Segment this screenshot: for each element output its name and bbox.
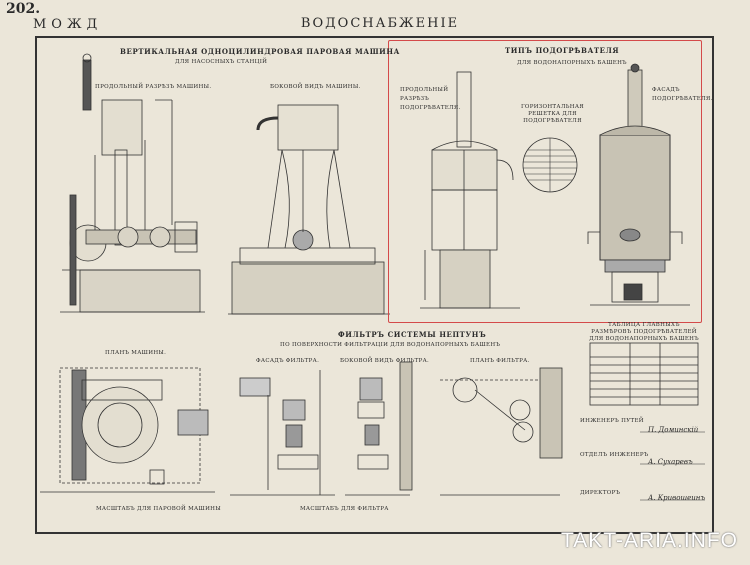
signature-role-3: ДИРЕКТОРЪ (580, 490, 621, 496)
filter-side-drawing (345, 361, 413, 496)
signature-name-1: П. Доминскій (648, 426, 699, 434)
filter-subtitle: ПО ПОВЕРХНОСТИ ФИЛЬТРАЦІИ ДЛЯ ВОДОНАПОРН… (280, 342, 501, 348)
signature-name-2: А. Сухаревъ (648, 458, 693, 466)
engine-section-drawing (60, 53, 205, 313)
heater-subtitle: ДЛЯ ВОДОНАПОРНЫХЪ БАШЕНЪ (517, 60, 627, 66)
heater-highlight-box (388, 40, 702, 323)
engine-side-drawing (228, 104, 390, 315)
signature-name-3: А. Кривошеинъ (648, 494, 706, 502)
engine-plan-drawing (40, 367, 215, 493)
filter-plan-drawing (440, 367, 563, 496)
heater-title: ТИПЪ ПОДОГРѢВАТЕЛЯ (505, 46, 620, 55)
filter-plan-label: ПЛАНЪ ФИЛЬТРА. (470, 358, 530, 364)
filter-facade-label: ФАСАДЪ ФИЛЬТРА. (256, 358, 320, 364)
engine-plan-label: ПЛАНЪ МАШИНЫ. (105, 350, 167, 356)
engine-section-label: ПРОДОЛЬНЫЙ РАЗРѢЗЪ МАШИНЫ. (95, 84, 212, 90)
signature-role-1: ИНЖЕНЕРЪ ПУТЕЙ (580, 418, 644, 424)
heater-facade-drawing (587, 63, 690, 306)
dimension-table-drawing (589, 342, 699, 406)
engine-scale-label: МАСШТАБЪ ДЛЯ ПАРОВОЙ МАШИНЫ (96, 506, 221, 512)
heater-facade-label: ФАСАДЪ ПОДОГРѢВАТЕЛЯ. (652, 87, 713, 102)
header-left-title: МОЖД (33, 17, 103, 32)
header-center-title: ВОДОСНАБЖЕНІЕ (300, 16, 460, 31)
table-title: ТАБЛИЦА ГЛАВНЫХЪ РАЗМѢРОВЪ ПОДОГРѢВАТЕЛЕ… (589, 322, 699, 342)
sheet-border (35, 36, 714, 534)
heater-section-drawing (420, 71, 520, 309)
engine-title: ВЕРТИКАЛЬНАЯ ОДНОЦИЛИНДРОВАЯ ПАРОВАЯ МАШ… (120, 47, 400, 56)
heater-section-label: ПРОДОЛЬНЫЙ РАЗРѢЗЪ ПОДОГРѢВАТЕЛЯ. (400, 87, 461, 111)
page-number: 202. (6, 1, 41, 17)
filter-scale-label: МАСШТАБЪ ДЛЯ ФИЛЬТРА (300, 506, 389, 512)
filter-facade-drawing (230, 370, 335, 496)
watermark: TAKT-ARIA.INFO (561, 529, 738, 552)
heater-grate-label: ГОРИЗОНТАЛЬНАЯ РЕШЕТКА ДЛЯ ПОДОГРѢВАТЕЛЯ (520, 104, 585, 124)
signature-role-2: ОТДЕЛЪ ИНЖЕНЕРЪ (580, 452, 649, 458)
heater-grate-drawing (522, 137, 578, 193)
engine-side-label: БОКОВОЙ ВИДЪ МАШИНЫ. (270, 84, 361, 90)
engine-subtitle: ДЛЯ НАСОСНЫХЪ СТАНЦІЙ (175, 59, 268, 65)
filter-title: ФИЛЬТРЪ СИСТЕМЫ НЕПТУНЪ (338, 330, 487, 339)
filter-side-label: БОКОВОЙ ВИДЪ ФИЛЬТРА. (340, 358, 430, 364)
